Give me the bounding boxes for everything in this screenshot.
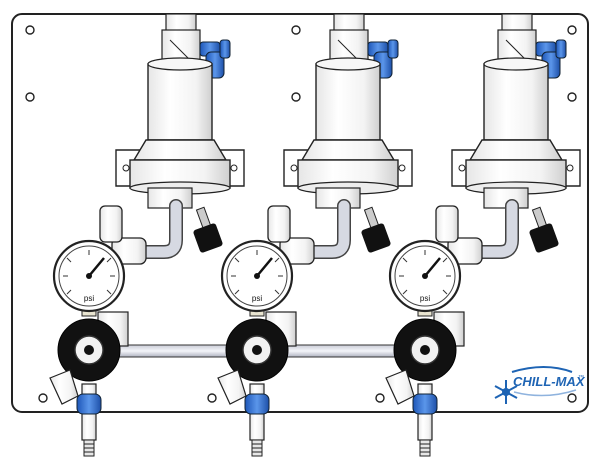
black-knob-icon — [361, 206, 391, 253]
regulator-unit-1: psi — [49, 13, 245, 457]
pressure-gauge-2-icon — [220, 239, 294, 317]
regulator-body-3-icon — [385, 311, 465, 405]
pressure-gauge-1-icon — [52, 239, 126, 317]
shutoff-valve-1-icon — [76, 383, 102, 457]
mounting-holes — [25, 25, 577, 403]
black-knob-icon — [193, 206, 223, 253]
shutoff-valve-2-icon — [244, 383, 270, 457]
gauge-3-unit-label: psi — [420, 294, 430, 303]
regulator-body-1-icon — [49, 311, 129, 405]
gauge-1-unit-label: psi — [84, 294, 94, 303]
pressure-gauge-3-icon — [388, 239, 462, 317]
regulator-body-2-icon — [217, 311, 297, 405]
gauge-2-unit-label: psi — [252, 294, 262, 303]
snowflake-icon — [494, 380, 518, 404]
blue-elbow-fitting-icon — [367, 39, 399, 79]
regulator-unit-2: psi — [217, 13, 413, 457]
shutoff-valve-3-icon — [412, 383, 438, 457]
chill-max-logo: CHILL-MAX ™ — [494, 366, 586, 404]
brand-trademark: ™ — [578, 374, 584, 381]
brand-name: CHILL-MAX — [513, 374, 586, 389]
regulator-unit-3: psi — [385, 13, 581, 457]
black-knob-icon — [529, 206, 559, 253]
blue-elbow-fitting-icon — [199, 39, 231, 79]
